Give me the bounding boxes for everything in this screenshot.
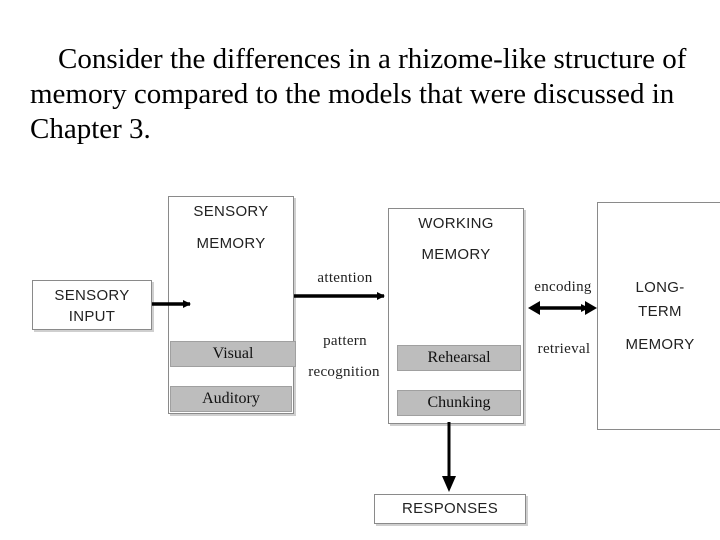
working-memory-line-2: MEMORY [421,246,491,263]
recognition-label: recognition [308,364,380,380]
slide-caption: Consider the differences in a rhizome-li… [30,42,690,147]
responses-box: RESPONSES [374,494,526,524]
retrieval-label: retrieval [537,341,591,357]
visual-label: Visual [212,345,254,362]
responses-arrowhead [442,476,456,492]
rehearsal-process: Rehearsal [397,345,521,371]
sensory-memory-line-2: MEMORY [196,235,266,252]
responses-label: RESPONSES [401,500,499,517]
encoding-arrowhead-right [585,301,597,315]
long-term-memory-box: LONG- TERM MEMORY [597,202,720,430]
auditory-label: Auditory [202,390,260,407]
working-memory-line-1: WORKING [418,215,494,232]
sensory-input-line-2: INPUT [68,308,116,325]
encoding-label: encoding [534,279,592,295]
auditory-store: Auditory [170,386,292,412]
visual-store: Visual [170,341,296,367]
sensory-input-box: SENSORY INPUT [32,280,152,330]
attention-label: attention [317,270,373,286]
pattern-label: pattern [323,333,367,349]
sensory-memory-line-1: SENSORY [193,203,269,220]
long-term-line-2: TERM [638,303,682,320]
long-term-line-1: LONG- [635,279,685,296]
long-term-line-3: MEMORY [625,336,695,353]
caption-rest: structure of memory compared to the mode… [30,43,687,145]
sensory-input-line-1: SENSORY [54,287,130,304]
working-memory-box: WORKING MEMORY [388,208,524,424]
encoding-arrowhead-left [528,301,540,315]
chunking-label: Chunking [427,394,491,411]
rehearsal-label: Rehearsal [427,349,491,366]
chunking-process: Chunking [397,390,521,416]
caption-line-1: Consider the differences in a rhizome-li… [58,43,547,75]
